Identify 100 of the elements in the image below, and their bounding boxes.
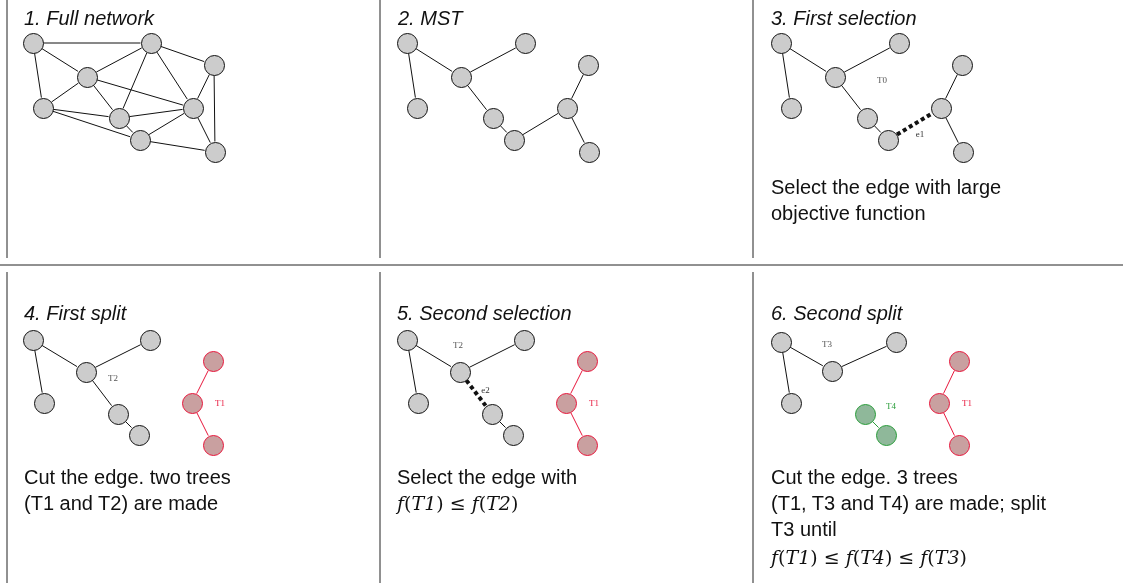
graph-node [450,66,472,88]
tree-edge [408,349,417,394]
tree-edge [43,42,141,44]
tree-edge [840,84,862,111]
graph-node [514,32,536,54]
graph-node [22,329,44,351]
tree-edge [466,84,488,111]
tree-edge [91,379,113,407]
tree-label: T0 [877,75,887,85]
tree-edge [841,345,887,368]
graph-node [406,97,428,119]
tree-edge [197,73,210,100]
graph-node [578,141,600,163]
graph-node [948,434,970,456]
tree-edge [94,344,142,368]
tree-label: T1 [962,398,972,408]
graph-node [824,66,846,88]
tree-edge [571,116,585,144]
panel-title: 5. Second selection [397,301,572,325]
graph-node [449,361,471,383]
tree-edge [468,344,516,368]
graph-node [576,350,598,372]
tree-edge [871,420,880,429]
tree-edge [34,52,42,99]
tree-edge [52,108,110,118]
tree-edge [469,47,517,73]
graph-node [577,54,599,76]
graph-node [885,331,907,353]
description-text: Select the edge with [397,465,579,490]
graph-node [139,329,161,351]
tree-edge [945,116,959,144]
tree-edge [122,52,148,109]
graph-node [877,129,899,151]
tree-edge [34,349,43,394]
tree-edge [95,47,143,73]
tree-edge [782,351,790,394]
tree-edge [51,82,79,103]
tree-edge [943,370,955,394]
graph-node [32,97,54,119]
description-text: (T1 and T2) are made [24,491,220,516]
graph-node [128,424,150,446]
tree-edge [160,45,205,63]
tree-edge [570,369,583,395]
graph-node [182,97,204,119]
tree-label: T2 [453,340,463,350]
tree-edge [197,116,211,144]
graph-node [555,392,577,414]
panel-title: 2. MST [398,6,463,30]
tree-edge [196,411,209,437]
graph-node [75,361,97,383]
graph-node [930,97,952,119]
graph-node [780,97,802,119]
tree-label: T4 [886,401,896,411]
tree-edge [945,73,958,100]
tree-edge [196,369,209,395]
tree-edge [570,411,583,437]
graph-node [396,329,418,351]
graph-node [22,32,44,54]
tree-label: T2 [108,373,118,383]
tree-edge [41,344,78,368]
graph-node [928,392,950,414]
tree-edge [128,108,184,118]
graph-node [202,434,224,456]
graph-node [875,424,897,446]
tree-edge [498,420,507,429]
graph-node [140,32,162,54]
description-text: Cut the edge. two trees [24,465,232,490]
tree-label: T3 [822,339,832,349]
tree-edge [571,73,584,100]
tree-edge [522,112,559,136]
graph-node [204,141,226,163]
tree-edge [789,48,827,72]
tree-edge [52,110,131,138]
graph-node [502,424,524,446]
panel-title: 4. First split [24,301,127,325]
graph-node [33,392,55,414]
graph-node [107,403,129,425]
tree-edge [148,112,185,136]
graph-node [556,97,578,119]
graph-node [770,32,792,54]
formula-text: f(T1) ≤ f(T2) [397,491,519,516]
tree-edge [156,51,188,100]
graph-node [76,66,98,88]
graph-node [202,350,224,372]
panel-title: 6. Second split [771,301,903,325]
tree-edge [873,125,882,133]
graph-node [482,107,504,129]
tree-edge [499,125,508,133]
graph-node [503,129,525,151]
graph-node [576,434,598,456]
graph-node [770,331,792,353]
graph-node [856,107,878,129]
tree-edge [41,48,79,72]
tree-edge [149,141,206,151]
tree-edge [782,52,790,99]
graph-node [396,32,418,54]
tree-edge [92,84,114,111]
edge-label: e1 [915,129,925,140]
graph-node [203,54,225,76]
tree-edge [415,48,453,72]
